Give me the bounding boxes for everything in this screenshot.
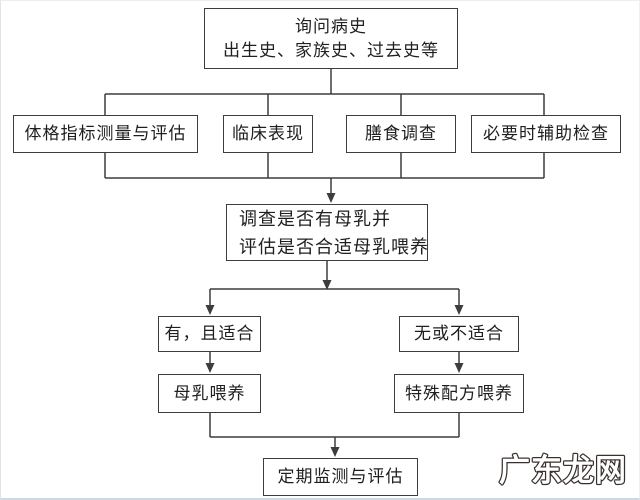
node-assess-line2: 评估是否合适母乳喂养 [239,236,429,257]
watermark-text: 广东龙网 [499,453,627,488]
node-assess-line1: 调查是否有母乳并 [239,208,391,229]
node-regular-monitoring: 定期监测与评估 [263,458,418,496]
node-none-unsuitable-label: 无或不适合 [414,324,504,343]
node-has-and-suitable: 有，且适合 [158,316,261,352]
node-ask-history-line2: 出生史、家族史、过去史等 [223,40,439,60]
node-clinical-label: 临床表现 [232,124,304,143]
node-formula-label: 特殊配方喂养 [405,383,513,403]
node-auxiliary-exam: 必要时辅助检查 [471,115,621,153]
node-physical-label: 体格指标测量与评估 [24,124,187,143]
node-ask-history: 询问病史 出生史、家族史、过去史等 [204,8,458,69]
node-special-formula: 特殊配方喂养 [394,374,524,413]
node-has-suitable-label: 有，且适合 [164,324,255,343]
node-breastfeed-label: 母乳喂养 [173,383,246,403]
node-auxiliary-label: 必要时辅助检查 [483,124,609,143]
node-diet-label: 膳食调查 [365,124,437,143]
node-clinical-signs: 临床表现 [223,115,313,153]
watermark-logo: 广东龙网 [498,452,628,490]
node-monitor-label: 定期监测与评估 [277,467,404,486]
node-physical-assessment: 体格指标测量与评估 [13,115,198,153]
node-assess-breastmilk: 调查是否有母乳并 评估是否合适母乳喂养 [226,204,428,261]
node-diet-survey: 膳食调查 [346,115,456,153]
node-ask-history-line1: 询问病史 [295,16,367,36]
node-breastfeeding: 母乳喂养 [158,374,261,413]
node-none-or-unsuitable: 无或不适合 [399,316,519,352]
